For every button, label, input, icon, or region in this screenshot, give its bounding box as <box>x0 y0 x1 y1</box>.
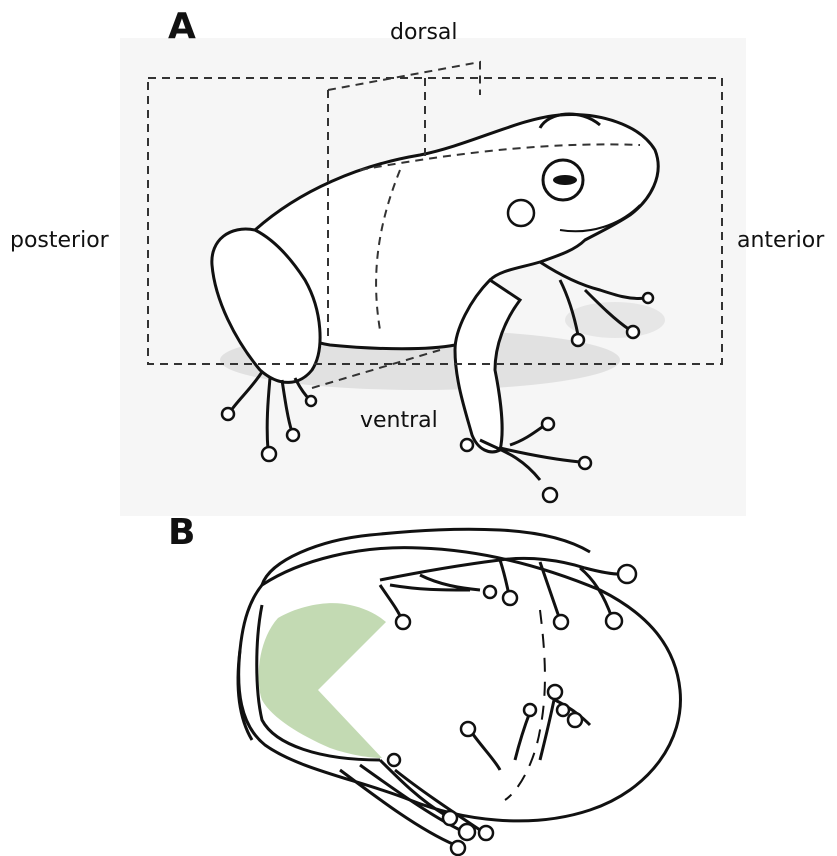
panel-b-label: B <box>168 512 195 553</box>
panel-a-label: A <box>168 6 196 47</box>
posterior-label: posterior <box>10 228 109 253</box>
ventral-label: ventral <box>360 408 438 433</box>
anterior-label: anterior <box>737 228 824 253</box>
dorsal-label: dorsal <box>390 20 458 45</box>
